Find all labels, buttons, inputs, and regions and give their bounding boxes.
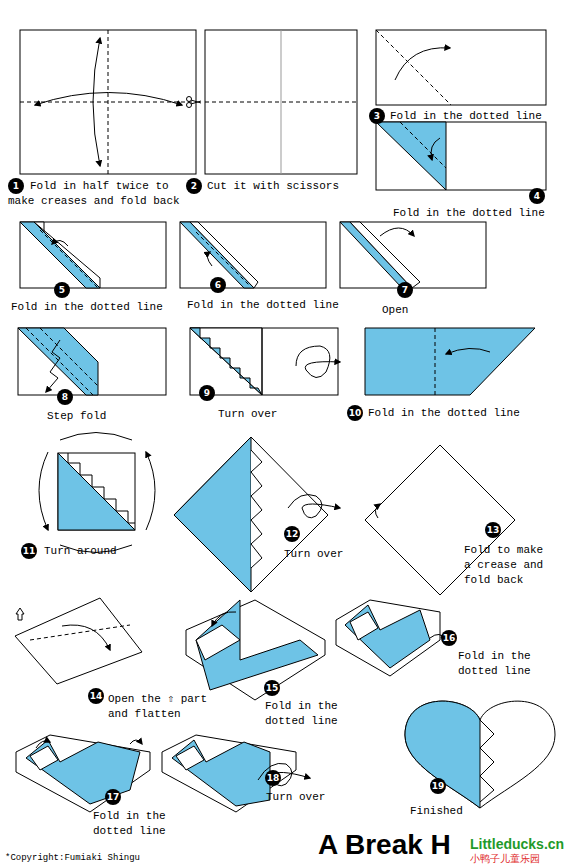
watermark: 小鸭子儿童乐园	[470, 853, 540, 865]
step-number: 19	[430, 778, 446, 794]
step-number: 10	[347, 405, 363, 421]
step-number: 5	[54, 282, 70, 298]
step-caption: Finished	[410, 804, 490, 819]
step-caption: Turn over	[218, 407, 298, 422]
step-number: 3	[369, 108, 385, 124]
step-caption: Fold in the dotted line	[93, 809, 175, 839]
step-number: 17	[105, 789, 121, 805]
diagram-title: A Break H	[318, 829, 451, 861]
step-caption: Fold in the dotted line	[265, 699, 347, 729]
step-caption: Open	[382, 303, 442, 318]
step-number: 1	[8, 178, 24, 194]
step-number: 6	[210, 277, 226, 293]
step-number: 18	[265, 770, 281, 786]
step-number: 7	[397, 282, 413, 298]
step-number: 11	[21, 543, 37, 559]
step-number: 16	[441, 630, 457, 646]
step-caption: Turn over	[266, 790, 346, 805]
step-number: 15	[264, 680, 280, 696]
step-caption: Fold in the dotted line	[390, 109, 550, 124]
step-number: 13	[485, 522, 501, 538]
step-caption: Fold in half twice to make creases and f…	[8, 179, 198, 209]
step-number: 2	[186, 178, 202, 194]
step-caption: Turn around	[44, 544, 144, 559]
step-number: 8	[57, 389, 73, 405]
step-caption: Cut it with scissors	[207, 179, 367, 194]
copyright-note: *Copyright:Fumiaki Shingu	[5, 853, 255, 864]
step-caption: Open the ⇧ part and flatten	[108, 692, 220, 722]
step-caption: Fold in the dotted line	[11, 300, 176, 315]
step-caption: Turn over	[284, 547, 364, 562]
step-caption: Fold to make a crease and fold back	[464, 543, 556, 588]
step-number: 9	[199, 385, 215, 401]
step-caption: Step fold	[47, 409, 127, 424]
step-caption: Fold in the dotted line	[458, 649, 540, 679]
step-caption: Fold in the dotted line	[368, 406, 533, 421]
step-caption: Fold in the dotted line	[187, 298, 352, 313]
step-number: 14	[88, 688, 104, 704]
step-caption: Fold in the dotted line	[393, 206, 558, 221]
step-number: 12	[284, 526, 300, 542]
step-number: 4	[529, 188, 545, 204]
watermark: Littleducks.cn	[470, 836, 564, 852]
